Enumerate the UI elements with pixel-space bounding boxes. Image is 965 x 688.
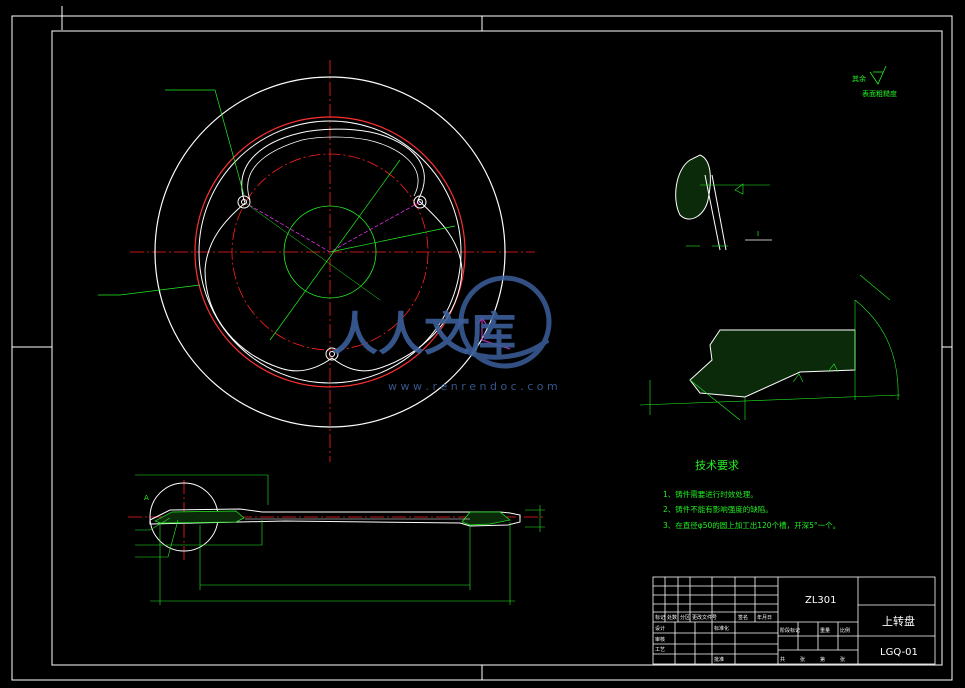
detail-label: I [757,230,759,238]
title-block-right-cell: 阶段标记 [780,627,800,634]
watermark-logo-text: 人人文库 [332,307,516,361]
title-block-header-cell: 标记 [655,614,665,621]
title-block-header-cell: 更改文件号 [692,614,717,621]
title-block-right-cell: 第 [820,656,825,663]
plan-view [98,60,535,462]
title-block-row-cell: 标准化 [714,625,729,632]
watermark-logo [458,275,552,369]
title-block-header-cell: 分区 [680,614,690,621]
title-block-row-cell: 设计 [655,625,665,632]
drawing-frame [11,6,953,681]
roughness-caption: 表面粗糙度 [862,89,897,98]
title-block-right-cell: 比例 [840,627,850,634]
tech-requirement-item: 3、在直径φ50的圆上加工出120个槽，开深5°一个。 [663,520,840,530]
roughness-symbol [869,65,887,85]
section-label: A [144,494,149,502]
title-block [652,576,936,665]
title-block-material: ZL301 [805,595,837,606]
tech-requirements-title: 技术要求 [695,459,739,472]
detail-view-I [675,154,772,251]
section-view [128,474,545,605]
title-block-row-cell: 工艺 [655,647,665,653]
detail-view-A [639,274,901,421]
title-block-right-cell: 张 [800,656,805,663]
roughness-label: 其余 [852,74,866,83]
title-block-right-cell: 重量 [820,627,830,634]
title-block-row-cell: 审核 [655,636,665,643]
title-block-right-cell: 共 [780,656,785,663]
title-block-header-cell: 处数 [667,614,677,621]
title-block-row-cell: 批准 [714,656,724,663]
tech-requirement-item: 2、铸件不能有影响强度的缺陷。 [663,504,773,514]
title-block-header-cell: 签名 [738,614,748,621]
watermark-url: w w w . r e n r e n d o c . c o m [388,380,558,393]
title-block-right-cell: 张 [840,656,845,663]
title-block-part-name: 上转盘 [882,614,915,628]
title-block-drawing-no: LGQ-01 [880,647,918,658]
title-block-header-cell: 年月日 [757,614,772,621]
tech-requirement-item: 1、铸件需要进行时效处理。 [663,489,758,499]
